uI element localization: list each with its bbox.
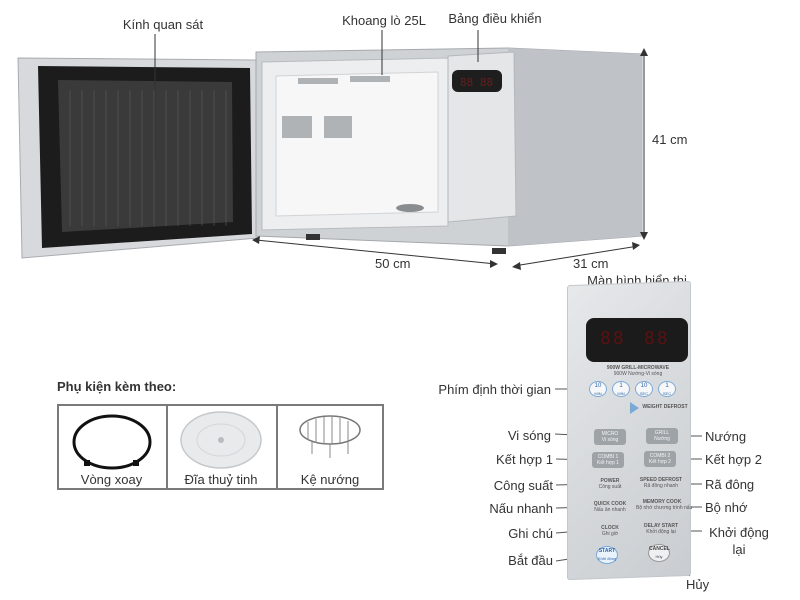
- memory-cook-label-vi: Bộ nhớ chương trình nấu: [636, 505, 693, 511]
- callout-combi2: Kết hợp 2: [705, 452, 762, 467]
- combi1-button-vi: Kết hợp 1: [597, 460, 619, 466]
- spec-line-1: 900W GRILL-MICROWAVE: [606, 365, 670, 371]
- svg-text:88 88: 88 88: [460, 76, 493, 89]
- time-button-unit: MIN: [594, 391, 602, 396]
- grill-button-en: GRILL: [654, 430, 670, 436]
- time-button-value: 1: [619, 383, 623, 389]
- start-button[interactable]: START Khởi động: [596, 546, 618, 564]
- callout-cancel: Hủy: [686, 577, 710, 592]
- accessory-grill-rack: Kệ nướng: [278, 406, 382, 488]
- delay-start-label-vi: Khởi động lại: [646, 529, 676, 535]
- callout-clock: Ghi chú: [508, 526, 553, 541]
- grill-button[interactable]: GRILL Nướng: [646, 428, 678, 444]
- time-button-unit: MIN: [617, 391, 625, 396]
- time-button-value: 1: [665, 383, 669, 389]
- display-digits-left: 88: [600, 328, 626, 349]
- quick-cook-label-vi: Nấu ăn nhanh: [594, 507, 626, 513]
- callout-time-keys: Phím định thời gian: [438, 382, 551, 397]
- power-label-vi: Công suất: [598, 484, 622, 490]
- time-button-10-sec[interactable]: 10 SEC: [635, 381, 653, 397]
- accessory-ring: Vòng xoay: [59, 406, 168, 488]
- time-button-1-min[interactable]: 1 MIN: [612, 381, 630, 397]
- combi1-button-en: COMBI 1: [597, 454, 619, 460]
- time-button-1-sec[interactable]: 1 SEC: [658, 381, 676, 397]
- callout-power: Công suất: [493, 478, 553, 493]
- micro-button-vi: Vi sóng: [601, 437, 619, 443]
- accessory-grill-rack-label: Kệ nướng: [300, 472, 360, 487]
- callout-start: Bắt đầu: [508, 553, 553, 568]
- weight-defrost-label: WEIGHT DEFROST: [642, 404, 688, 410]
- time-button-unit: SEC: [639, 391, 649, 396]
- display-digits-right: 88: [644, 328, 670, 349]
- grill-button-vi: Nướng: [654, 436, 670, 442]
- speed-defrost-label-vi: Rã đông nhanh: [643, 483, 679, 489]
- clock-label-vi: Ghi giờ: [601, 531, 619, 537]
- delay-start-label[interactable]: DELAY START: [643, 523, 679, 529]
- time-button-value: 10: [594, 383, 602, 389]
- callout-combi1: Kết hợp 1: [496, 452, 553, 467]
- accessories-box: Vòng xoay Đĩa thuỷ tinh Kệ nướng: [57, 404, 384, 490]
- cancel-button-vi: Hủy: [655, 554, 663, 559]
- time-button-value: 10: [640, 383, 648, 389]
- speed-defrost-label[interactable]: SPEED DEFROST: [639, 477, 683, 483]
- accessory-glass-plate: Đĩa thuỷ tinh: [168, 406, 278, 488]
- micro-button-en: MICRO: [601, 431, 619, 437]
- combi2-button-en: COMBI 2: [649, 453, 671, 459]
- time-button-10-min[interactable]: 10 MIN: [589, 381, 607, 397]
- start-button-en: START: [598, 548, 616, 554]
- memory-cook-label[interactable]: MEMORY COOK: [642, 499, 682, 505]
- callout-delay-start: Khởi động lại: [709, 525, 769, 557]
- glass-plate-icon: [180, 411, 262, 469]
- callout-memory: Bộ nhớ: [705, 500, 748, 515]
- callout-grill: Nướng: [705, 429, 747, 444]
- callout-defrost: Rã đông: [705, 477, 755, 492]
- height-dimension: 41 cm: [652, 132, 688, 147]
- combi2-button[interactable]: COMBI 2 Kết hợp 2: [644, 451, 676, 467]
- quick-cook-label[interactable]: QUICK COOK: [593, 501, 627, 507]
- cancel-button[interactable]: CANCEL Hủy: [648, 544, 670, 562]
- combi1-button[interactable]: COMBI 1 Kết hợp 1: [592, 452, 624, 468]
- power-label[interactable]: POWER: [600, 478, 620, 484]
- accessory-glass-plate-label: Đĩa thuỷ tinh: [184, 472, 258, 487]
- clock-label[interactable]: CLOCK: [601, 525, 619, 531]
- accessories-title: Phụ kiện kèm theo:: [57, 379, 177, 394]
- cancel-button-en: CANCEL: [649, 546, 670, 552]
- combi2-button-vi: Kết hợp 2: [649, 459, 671, 465]
- callout-microwave: Vi sóng: [507, 428, 551, 443]
- grill-rack-icon: [299, 415, 361, 458]
- panel-display: 88 88: [586, 318, 688, 362]
- spec-line-2: 900W Nướng-Vi sóng: [613, 371, 663, 377]
- accessory-ring-label: Vòng xoay: [80, 472, 143, 487]
- callout-quick-cook: Nấu nhanh: [489, 501, 553, 516]
- control-panel-label: Bảng điều khiển: [448, 11, 542, 26]
- micro-button[interactable]: MICRO Vi sóng: [594, 429, 626, 445]
- cavity-label: Khoang lò 25L: [342, 13, 426, 28]
- play-triangle-icon: [630, 402, 639, 414]
- turntable-ring-icon: [72, 414, 152, 470]
- time-button-unit: SEC: [662, 391, 672, 396]
- depth-dimension: 31 cm: [573, 256, 609, 271]
- viewing-window-label: Kính quan sát: [122, 17, 204, 32]
- start-button-vi: Khởi động: [597, 556, 617, 561]
- width-dimension: 50 cm: [375, 256, 411, 271]
